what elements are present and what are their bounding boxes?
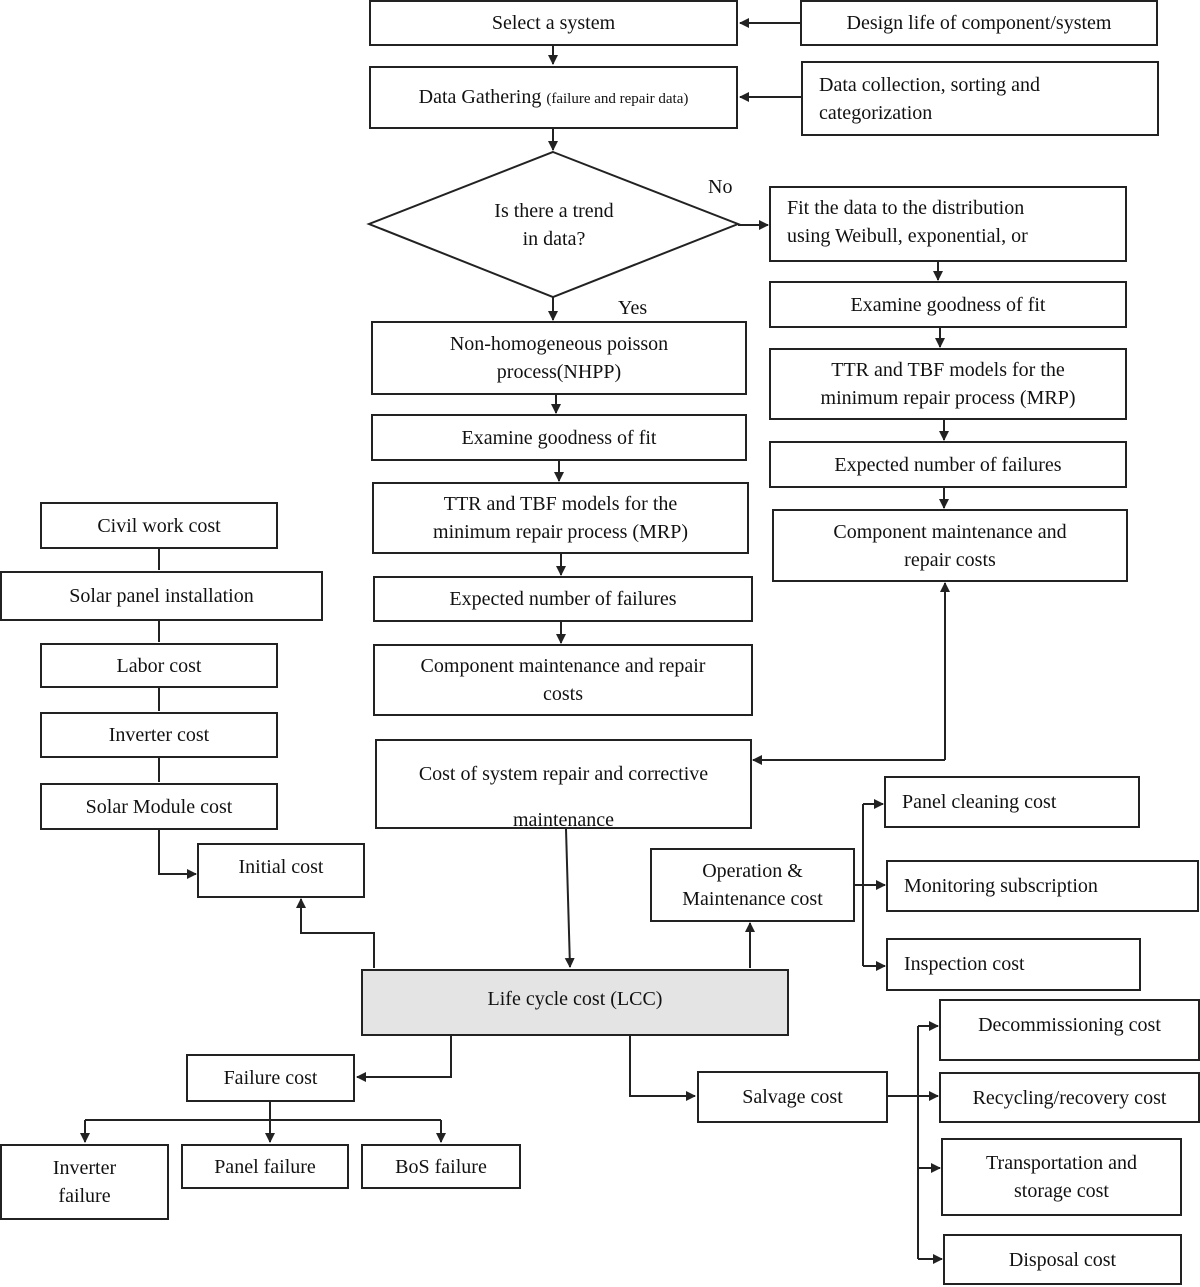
design-life-box: Design life of component/system <box>800 0 1158 46</box>
trend-decision-text: Is there a trend in data? <box>454 197 654 253</box>
initial-cost-box: Initial cost <box>197 843 365 898</box>
nhpp-line-2: process(NHPP) <box>496 361 622 383</box>
goodness-fit-right-text: Examine goodness of fit <box>850 293 1046 316</box>
expected-right-text: Expected number of failures <box>834 453 1062 476</box>
panel-cleaning-text: Panel cleaning cost <box>902 791 1057 813</box>
disposal-text: Disposal cost <box>1008 1248 1117 1271</box>
bos-failure-text: BoS failure <box>395 1155 487 1178</box>
salvage-cost-text: Salvage cost <box>742 1086 843 1108</box>
ttr-mid-line-2: minimum repair process (MRP) <box>433 521 688 543</box>
civil-work-text: Civil work cost <box>97 514 221 537</box>
system-repair-cost-box: Cost of system repair and corrective mai… <box>375 739 752 831</box>
initial-cost-text: Initial cost <box>238 856 324 878</box>
trend-line-2: in data? <box>522 228 586 250</box>
arrow-module-to-initial <box>158 830 197 879</box>
fit-line-1: Fit the data to the distribution <box>787 197 1025 219</box>
panel-failure-box: Panel failure <box>181 1144 349 1189</box>
data-collection-box: Data collection, sorting and categorizat… <box>801 61 1159 136</box>
monitoring-text: Monitoring subscription <box>904 875 1098 897</box>
nhpp-box: Non-homogeneous poisson process(NHPP) <box>371 321 747 395</box>
goodness-fit-mid-box: Examine goodness of fit <box>371 414 747 461</box>
expected-failures-mid-box: Expected number of failures <box>373 576 753 622</box>
no-label: No <box>708 176 733 198</box>
design-life-text: Design life of component/system <box>846 12 1112 34</box>
inverter-cost-box: Inverter cost <box>40 712 278 758</box>
solar-module-cost-text: Solar Module cost <box>85 795 233 818</box>
decommissioning-cost-box: Decommissioning cost <box>939 999 1200 1061</box>
select-system-text: Select a system <box>491 12 616 34</box>
inspection-cost-box: Inspection cost <box>886 938 1141 991</box>
disposal-cost-box: Disposal cost <box>943 1234 1182 1285</box>
salvage-cost-box: Salvage cost <box>697 1071 888 1123</box>
system-repair-line-1: Cost of system repair and corrective <box>418 763 709 785</box>
data-gathering-line: Data Gathering (failure and repair data) <box>419 83 689 113</box>
inspection-text: Inspection cost <box>904 953 1025 975</box>
fit-line-2: using Weibull, exponential, or <box>787 225 1028 247</box>
arrow-lcc-to-failure <box>356 1036 452 1082</box>
component-mid-line-2: costs <box>543 683 583 705</box>
arrow-lcc-to-salvage <box>629 1036 696 1101</box>
select-system-box: Select a system <box>369 0 738 46</box>
decommissioning-text: Decommissioning cost <box>978 1014 1161 1036</box>
data-gathering-note: (failure and repair data) <box>546 90 689 107</box>
lcc-text: Life cycle cost (LCC) <box>487 988 663 1010</box>
om-line-2: Maintenance cost <box>682 888 823 910</box>
om-line-1: Operation & <box>702 860 803 882</box>
inverter-failure-line-2: failure <box>58 1185 111 1207</box>
arrow-system-repair-to-lcc <box>564 828 575 968</box>
civil-work-cost-box: Civil work cost <box>40 502 278 549</box>
om-cost-box: Operation & Maintenance cost <box>650 848 855 922</box>
component-right-line-2: repair costs <box>904 548 996 571</box>
bos-failure-box: BoS failure <box>361 1144 521 1189</box>
expected-mid-text: Expected number of failures <box>449 588 677 610</box>
ttr-tbf-mid-box: TTR and TBF models for the minimum repai… <box>372 482 749 554</box>
fit-distribution-box: Fit the data to the distribution using W… <box>769 186 1127 262</box>
panel-cleaning-cost-box: Panel cleaning cost <box>884 776 1140 828</box>
component-costs-right-box: Component maintenance and repair costs <box>772 509 1128 582</box>
recycling-cost-box: Recycling/recovery cost <box>939 1072 1200 1123</box>
lcc-box: Life cycle cost (LCC) <box>361 969 789 1036</box>
transport-line-2: storage cost <box>1014 1180 1109 1202</box>
system-repair-line-2: maintenance <box>512 809 615 831</box>
trend-line-1: Is there a trend <box>494 200 614 222</box>
ttr-tbf-right-box: TTR and TBF models for the minimum repai… <box>769 348 1127 420</box>
ttr-right-line-1: TTR and TBF models for the <box>831 359 1065 381</box>
yes-label: Yes <box>618 297 648 319</box>
recycling-text: Recycling/recovery cost <box>972 1086 1167 1109</box>
inverter-failure-box: Inverter failure <box>0 1144 169 1220</box>
goodness-fit-right-box: Examine goodness of fit <box>769 281 1127 328</box>
nhpp-line-1: Non-homogeneous poisson <box>449 333 669 355</box>
ttr-right-line-2: minimum repair process (MRP) <box>820 387 1076 409</box>
component-right-line-1: Component maintenance and <box>833 520 1067 543</box>
data-collection-line-1: Data collection, sorting and <box>819 73 1041 96</box>
monitoring-subscription-box: Monitoring subscription <box>886 860 1199 912</box>
ttr-mid-line-1: TTR and TBF models for the <box>443 493 678 515</box>
arrow-lcc-to-initial <box>296 898 375 968</box>
solar-panel-installation-text: Solar panel installation <box>69 585 254 607</box>
inverter-failure-line-1: Inverter <box>52 1157 117 1179</box>
component-mid-line-1: Component maintenance and repair <box>420 655 706 677</box>
component-costs-mid-box: Component maintenance and repair costs <box>373 644 753 716</box>
data-gathering-box: Data Gathering (failure and repair data) <box>369 66 738 129</box>
solar-module-cost-box: Solar Module cost <box>40 783 278 830</box>
goodness-fit-mid-text: Examine goodness of fit <box>461 426 657 449</box>
data-collection-line-2: categorization <box>819 101 933 124</box>
data-gathering-text: Data Gathering <box>418 85 542 108</box>
inverter-cost-text: Inverter cost <box>108 724 210 746</box>
panel-failure-text: Panel failure <box>214 1155 316 1178</box>
transportation-storage-cost-box: Transportation and storage cost <box>941 1138 1182 1216</box>
transport-line-1: Transportation and <box>986 1152 1137 1174</box>
failure-cost-box: Failure cost <box>186 1054 355 1102</box>
failure-cost-text: Failure cost <box>223 1067 318 1089</box>
labor-cost-box: Labor cost <box>40 643 278 688</box>
labor-cost-text: Labor cost <box>116 654 202 677</box>
expected-failures-right-box: Expected number of failures <box>769 441 1127 488</box>
solar-panel-installation-box: Solar panel installation <box>0 571 323 621</box>
